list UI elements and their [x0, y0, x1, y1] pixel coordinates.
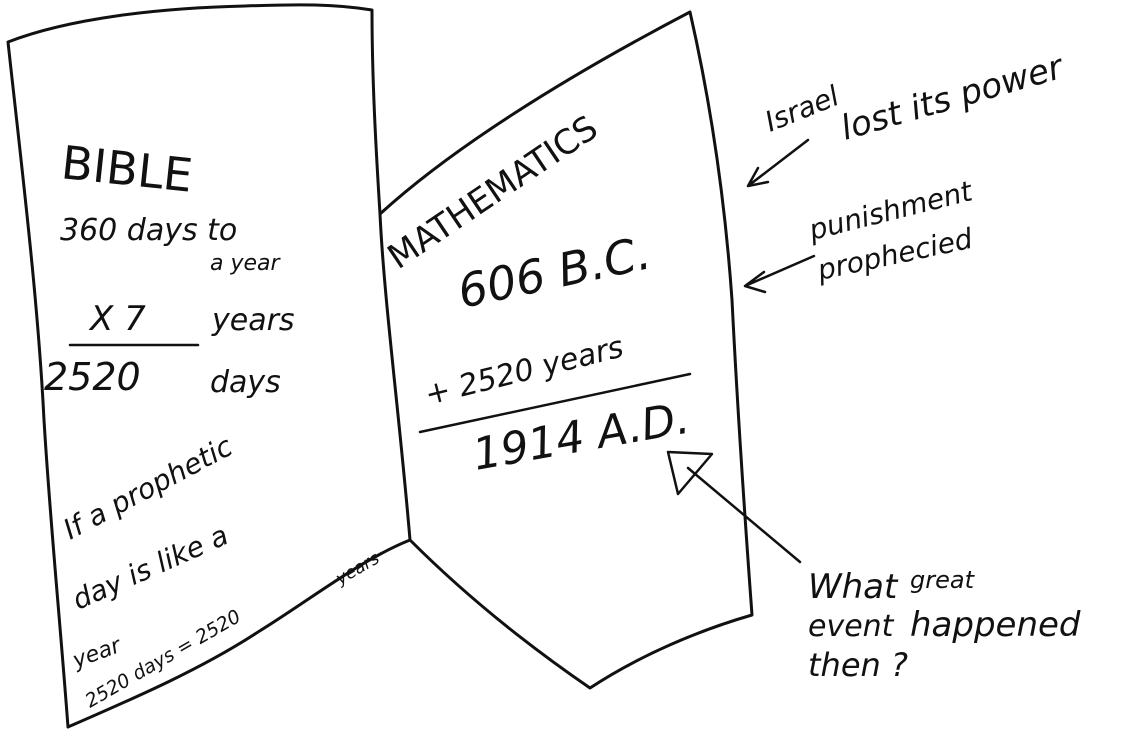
question-great: great	[910, 566, 976, 594]
multiplier: X 7	[88, 299, 146, 339]
question-happened: happened	[910, 605, 1081, 645]
lost-power-label: lost its power	[836, 47, 1069, 149]
question-what: What	[808, 567, 899, 607]
product-unit: days	[210, 365, 281, 400]
start-year: 606 B.C.	[453, 225, 655, 318]
result-year: 1914 A.D.	[469, 393, 693, 481]
israel-label: Israel	[760, 79, 844, 138]
question-event: event	[808, 609, 895, 644]
multiplier-unit: years	[211, 303, 295, 338]
left-page-outline	[6, 3, 412, 729]
bible-title: BIBLE	[59, 135, 195, 202]
days-per-year-line: 360 days to	[60, 213, 237, 248]
product-value: 2520	[44, 355, 141, 399]
question-arrow	[666, 450, 802, 564]
question-then: then ?	[808, 646, 908, 684]
note-line-5: years	[332, 549, 384, 590]
right-sum-line	[418, 372, 692, 434]
years-added: + 2520 years	[421, 330, 627, 413]
days-per-year-unit: a year	[210, 251, 282, 276]
israel-arrow	[746, 138, 810, 188]
right-page-outline	[378, 10, 754, 690]
note-line-3: year	[69, 633, 126, 674]
punishment-arrow	[743, 254, 816, 294]
